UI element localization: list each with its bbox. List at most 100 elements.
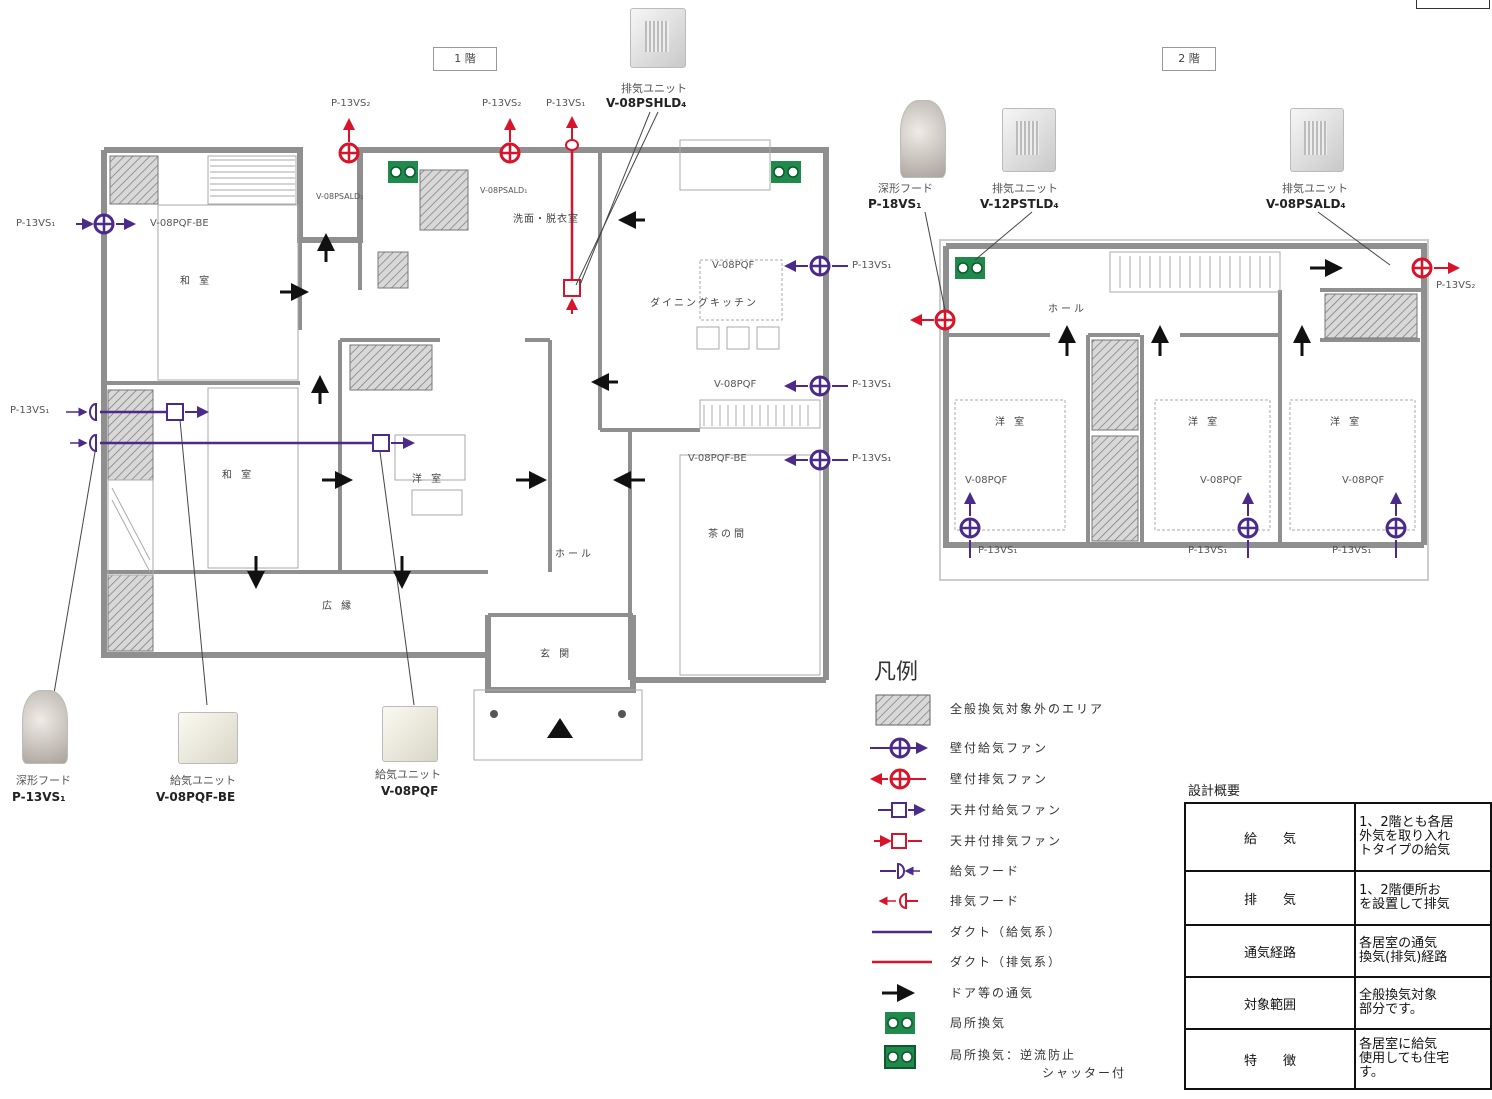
label-2f-v2: V-08PQF [1200, 475, 1243, 486]
summary-row: 排 気 1、2階便所お を設置して排気 [1183, 870, 1492, 926]
label-mid-target: V-08PQF [714, 379, 757, 390]
exhaust-unit-image-2f-2 [1290, 108, 1344, 172]
room-chanoma: 茶の間 [708, 529, 747, 540]
summary-row: 給 気 1、2階とも各居 外気を取り入れ トタイプの給気 [1183, 802, 1492, 872]
label-left-supply-target: V-08PQF-BE [150, 218, 209, 229]
legend-text: シャッター付 [1042, 1066, 1127, 1080]
bottom-unit-be-caption: 給気ユニット [170, 774, 236, 787]
room-hiroen: 広 縁 [322, 601, 355, 612]
room-hall-2f: ホール [1048, 304, 1087, 315]
label-dining-model: P-13VS₁ [852, 260, 892, 271]
floor-tag-1f: 1 階 [433, 47, 497, 71]
label-mid-model: P-13VS₁ [852, 379, 892, 390]
unit12-model: V-12PSTLD₄ [980, 197, 1059, 211]
room-yoshitsu-2f-1: 洋 室 [995, 417, 1028, 428]
summary-line: 使用しても住宅 [1359, 1051, 1450, 1066]
summary-head: 通気経路 [1183, 924, 1357, 978]
bottom-hood-model: P-13VS₁ [12, 790, 66, 804]
summary-table: 給 気 1、2階とも各居 外気を取り入れ トタイプの給気 排 気 1、2階便所お… [1183, 802, 1492, 1090]
legend-text: 局所換気 [950, 1016, 1007, 1030]
summary-line: 換気(排気)経路 [1359, 950, 1448, 965]
summary-row: 特 徴 各居室に給気 使用しても住宅 す。 [1183, 1028, 1492, 1090]
summary-row: 通気経路 各居室の通気 換気(排気)経路 [1183, 924, 1492, 978]
room-washitsu-top: 和 室 [180, 276, 213, 287]
legend-text: 壁付給気ファン [950, 741, 1049, 755]
exhaust-unit-caption: 排気ユニット [621, 82, 687, 95]
legend-text: ダクト（給気系） [950, 925, 1063, 939]
hood-image-bottom [22, 690, 68, 764]
legend-text: 天井付給気ファン [950, 803, 1063, 817]
summary-line: 全般換気対象 [1359, 988, 1438, 1003]
legend-text: ダクト（排気系） [950, 955, 1063, 969]
summary-head: 排 気 [1183, 870, 1357, 926]
summary-cell: 1、2階便所お を設置して排気 [1354, 870, 1492, 926]
label-2f-right-model: P-13VS₂ [1436, 280, 1476, 291]
summary-cell: 各居室の通気 換気(排気)経路 [1354, 924, 1492, 978]
unit08-model: V-08PSALD₄ [1266, 197, 1346, 211]
room-yoshitsu-2f-2: 洋 室 [1188, 417, 1221, 428]
bottom-unit-be-model: V-08PQF-BE [156, 790, 236, 804]
room-dining: ダイニングキッチン [650, 298, 758, 309]
label-v08psald-1: V-08PSALD₁ [316, 192, 364, 201]
summary-line: 部分です。 [1359, 1002, 1423, 1017]
room-genkan: 玄 関 [540, 649, 573, 660]
room-senmen: 洗面・脱衣室 [513, 214, 579, 225]
label-2f-p3: P-13VS₁ [1332, 545, 1372, 556]
corner-frame [1416, 0, 1490, 9]
summary-cell: 各居室に給気 使用しても住宅 す。 [1354, 1028, 1492, 1090]
room-washitsu-bottom: 和 室 [222, 470, 255, 481]
bottom-unit-caption: 給気ユニット [375, 768, 441, 781]
legend-text: ドア等の通気 [950, 986, 1035, 1000]
unit08-caption: 排気ユニット [1282, 182, 1348, 195]
supply-unit-image [382, 706, 438, 762]
summary-line: 各居室に給気 [1359, 1037, 1438, 1052]
summary-line: 1、2階とも各居 [1359, 815, 1454, 830]
summary-head: 対象範囲 [1183, 976, 1357, 1030]
bottom-unit-model: V-08PQF [381, 784, 439, 798]
label-left-supply-model: P-13VS₁ [16, 218, 56, 229]
summary-row: 対象範囲 全般換気対象 部分です。 [1183, 976, 1492, 1030]
exhaust-unit-model: V-08PSHLD₄ [606, 96, 687, 110]
label-v08psald-2: V-08PSALD₁ [480, 186, 528, 195]
summary-line: を設置して排気 [1359, 897, 1450, 912]
room-yoshitsu: 洋 室 [412, 474, 445, 485]
legend-text: 給気フード [950, 864, 1021, 878]
label-p13vs-top2: P-13VS₂ [482, 98, 522, 109]
supply-unit-be-image [178, 712, 238, 764]
legend-text: 壁付排気ファン [950, 772, 1049, 786]
unit12-caption: 排気ユニット [992, 182, 1058, 195]
label-2f-p2: P-13VS₁ [1188, 545, 1228, 556]
legend-text: 局所換気：逆流防止 [950, 1048, 1077, 1062]
summary-line: 1、2階便所お [1359, 883, 1441, 898]
legend-title: 凡例 [874, 660, 919, 685]
floor-tag-2f: 2 階 [1162, 47, 1216, 71]
label-low-target: V-08PQF-BE [688, 453, 747, 464]
hood-model-2f: P-18VS₁ [868, 197, 922, 211]
room-yoshitsu-2f-3: 洋 室 [1330, 417, 1363, 428]
label-left-supply2-model: P-13VS₁ [10, 405, 50, 416]
label-2f-v1: V-08PQF [965, 475, 1008, 486]
summary-line: 外気を取り入れ [1359, 829, 1451, 844]
label-p13vs-top3: P-13VS₁ [546, 98, 586, 109]
summary-cell: 1、2階とも各居 外気を取り入れ トタイプの給気 [1354, 802, 1492, 872]
summary-cell: 全般換気対象 部分です。 [1354, 976, 1492, 1030]
legend-text: 排気フード [950, 894, 1021, 908]
summary-title: 設計概要 [1188, 784, 1241, 799]
room-hall-1f: ホール [555, 549, 594, 560]
summary-line: トタイプの給気 [1359, 843, 1451, 858]
bottom-hood-caption: 深形フード [16, 774, 71, 787]
exhaust-unit-image-2f-1 [1002, 108, 1056, 172]
summary-line: 各居室の通気 [1359, 936, 1438, 951]
label-2f-v3: V-08PQF [1342, 475, 1385, 486]
exhaust-unit-image [630, 8, 686, 68]
hood-caption-2f: 深形フード [878, 182, 933, 195]
hood-image-2f [900, 100, 946, 178]
legend-text: 天井付排気ファン [950, 834, 1063, 848]
label-low-model: P-13VS₁ [852, 453, 892, 464]
label-dining-target: V-08PQF [712, 260, 755, 271]
label-p13vs-top1: P-13VS₂ [331, 98, 371, 109]
legend-text: 全般換気対象外のエリア [950, 702, 1105, 716]
label-2f-p1: P-13VS₁ [978, 545, 1018, 556]
summary-head: 特 徴 [1183, 1028, 1357, 1090]
